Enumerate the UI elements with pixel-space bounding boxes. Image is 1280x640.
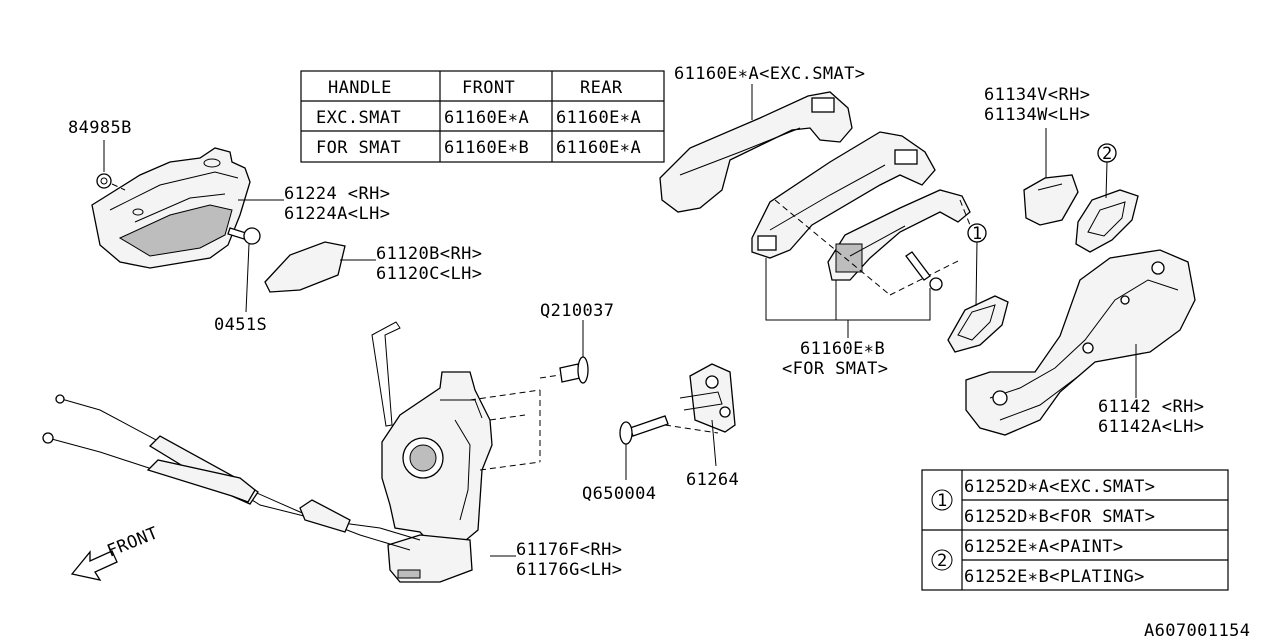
handle-table: HANDLE FRONT REAR EXC.SMAT 61160E∗A 6116… [300, 70, 665, 163]
cover-61120b [264, 241, 346, 293]
label-61160e-a-exc-smat: 61160E∗A<EXC.SMAT> [674, 64, 865, 84]
callout-1-marker: 1 [972, 224, 983, 244]
label-front: FRONT [104, 523, 161, 561]
label-61120c-lh: 61120C<LH> [376, 264, 482, 284]
gasket-1: 1 [947, 223, 1009, 353]
legend-key-1: 1 [937, 491, 948, 511]
callout-2-marker: 2 [1102, 144, 1113, 164]
legend-item-61252d-b: 61252D∗B<FOR SMAT> [964, 507, 1155, 527]
door-lock-actuator-61176f [371, 321, 541, 583]
screw-q210037 [539, 320, 589, 384]
label-61176f-rh: 61176F<RH> [516, 540, 622, 560]
nut-84985b [96, 140, 126, 191]
handle-insert-61160e-b [774, 189, 973, 296]
label-61142-rh: 61142 <RH> [1098, 397, 1204, 417]
legend-table: 1 2 61252D∗A<EXC.SMAT> 61252D∗B<FOR SMAT… [921, 469, 1229, 591]
door-cables [42, 394, 421, 551]
screw-outer-handle [905, 251, 943, 291]
table-cell-row1-front: 61160E∗A [444, 108, 529, 128]
label-61134v-rh: 61134V<RH> [984, 85, 1090, 105]
label-61142a-lh: 61142A<LH> [1098, 417, 1204, 437]
diagram-id: A607001154 [1144, 621, 1250, 640]
front-direction-arrow [70, 550, 118, 581]
table-header-front: FRONT [462, 78, 515, 98]
label-84985b: 84985B [68, 118, 132, 138]
label-61224-rh: 61224 <RH> [284, 184, 390, 204]
outer-handle-61160e-a [659, 91, 853, 213]
table-cell-row1-rear: 61160E∗A [556, 108, 641, 128]
screw-0451s [227, 227, 261, 313]
striker-61264 [664, 363, 736, 467]
table-cell-row1-handle: EXC.SMAT [316, 108, 401, 128]
table-cell-row2-rear: 61160E∗A [556, 138, 641, 158]
label-61264: 61264 [686, 470, 739, 490]
label-61224a-lh: 61224A<LH> [284, 204, 390, 224]
legend-item-61252e-b: 61252E∗B<PLATING> [964, 567, 1145, 587]
outer-handle-61160e-b [751, 131, 936, 259]
table-header-handle: HANDLE [328, 78, 392, 98]
label-q650004: Q650004 [582, 484, 656, 504]
screw-q650004 [619, 415, 669, 480]
inner-handle-61224 [91, 147, 251, 269]
table-cell-row2-handle: FOR SMAT [316, 138, 401, 158]
label-0451s: 0451S [214, 315, 267, 335]
label-61176g-lh: 61176G<LH> [516, 560, 622, 580]
bracket-61142 [965, 249, 1196, 436]
table-header-rear: REAR [580, 78, 623, 98]
legend-key-2: 2 [937, 551, 948, 571]
table-cell-row2-front: 61160E∗B [444, 138, 529, 158]
gasket-2: 2 [1075, 143, 1139, 253]
legend-item-61252d-a: 61252D∗A<EXC.SMAT> [964, 477, 1155, 497]
label-61134w-lh: 61134W<LH> [984, 105, 1090, 125]
legend-item-61252e-a: 61252E∗A<PAINT> [964, 537, 1124, 557]
label-61120b-rh: 61120B<RH> [376, 244, 482, 264]
label-q210037: Q210037 [540, 301, 614, 321]
label-for-smat: <FOR SMAT> [782, 359, 888, 379]
label-61160e-b: 61160E∗B [800, 339, 885, 359]
cap-61134v [1023, 128, 1079, 226]
